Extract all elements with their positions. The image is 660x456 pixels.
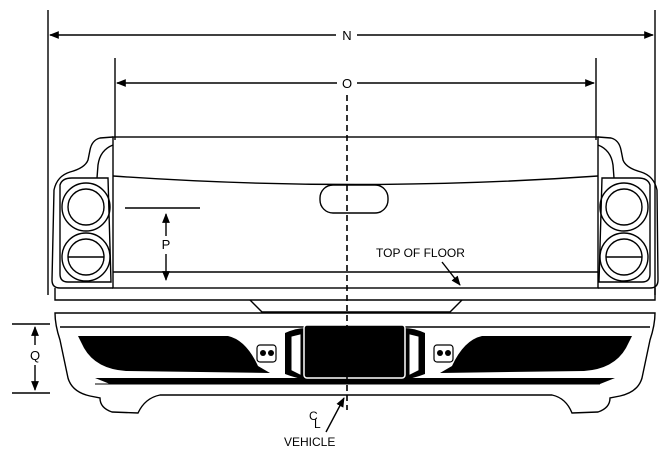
bumper-trim-bottom bbox=[95, 378, 615, 384]
callout-leaders bbox=[325, 261, 461, 433]
left-bed-side bbox=[51, 136, 114, 289]
tailgate bbox=[112, 136, 599, 289]
label-o: O bbox=[342, 76, 352, 91]
label-vehicle: VEHICLE bbox=[284, 435, 335, 449]
label-q: Q bbox=[30, 348, 40, 363]
tail-light-left bbox=[59, 177, 112, 283]
label-top-of-floor: TOP OF FLOOR bbox=[376, 246, 465, 260]
top-of-floor-leader bbox=[441, 261, 461, 286]
right-bed-contour bbox=[597, 144, 615, 179]
dimension-q bbox=[12, 323, 50, 394]
truck-body bbox=[51, 136, 659, 313]
tail-light-right bbox=[598, 177, 651, 283]
left-bed-contour bbox=[96, 144, 114, 179]
label-centerline-l: L bbox=[314, 417, 321, 431]
centerline-leader bbox=[325, 397, 345, 433]
dimension-n bbox=[47, 10, 656, 295]
bumper-trim-right bbox=[440, 336, 632, 373]
hitch-light-dots bbox=[260, 350, 451, 356]
bumper-openings bbox=[256, 334, 454, 375]
label-n: N bbox=[342, 28, 351, 43]
bed-floor-edge bbox=[54, 288, 656, 301]
tailgate-crease bbox=[112, 175, 599, 186]
bed-floor-step bbox=[249, 299, 463, 313]
label-p: P bbox=[162, 237, 171, 252]
hitch-light-right bbox=[433, 344, 454, 363]
dimension-o bbox=[114, 58, 597, 140]
hitch-light-left bbox=[256, 344, 277, 363]
tailgate-handle bbox=[319, 184, 389, 214]
right-bed-side bbox=[597, 136, 659, 289]
bumper-outline bbox=[54, 312, 656, 414]
license-plate bbox=[303, 324, 406, 379]
bumper-trim-left bbox=[78, 336, 270, 373]
dimension-p bbox=[125, 207, 200, 281]
label-centerline-c: C bbox=[309, 409, 318, 423]
